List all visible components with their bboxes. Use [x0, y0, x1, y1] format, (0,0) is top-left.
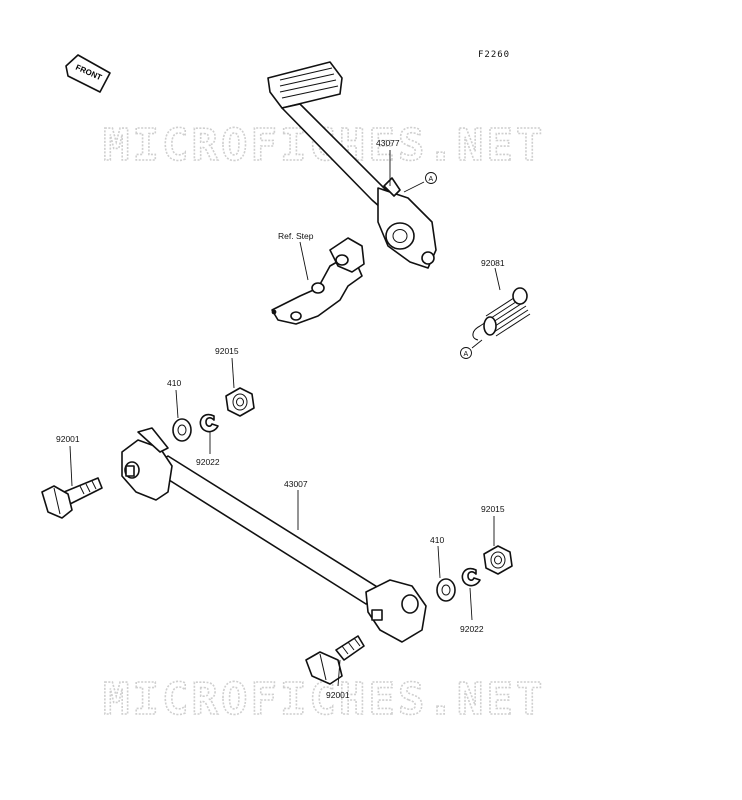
part-label-92022-lower: 92022	[460, 624, 484, 634]
nut-lower-part	[483, 545, 513, 575]
part-label-410-upper: 410	[167, 378, 181, 388]
part-label-92081: 92081	[481, 258, 505, 268]
leader-lines	[69, 150, 501, 687]
marker-a-bottom: A	[460, 347, 472, 359]
watermark-bottom: MICROFICHES.NET	[103, 674, 545, 725]
part-label-43007: 43007	[284, 479, 308, 489]
part-label-92015-lower: 92015	[481, 504, 505, 514]
clip-lower-part	[461, 567, 481, 587]
part-label-92015-upper: 92015	[215, 346, 239, 356]
part-label-43077: 43077	[376, 138, 400, 148]
washer-upper-part	[172, 418, 192, 442]
clip-upper-part	[199, 413, 219, 433]
part-label-92001-left: 92001	[56, 434, 80, 444]
brake-rod-part	[121, 427, 427, 643]
figure-code: F2260	[478, 50, 510, 60]
step-bracket-part	[271, 237, 365, 325]
svg-text:A: A	[429, 176, 434, 183]
front-arrow-icon: FRONT	[65, 54, 111, 93]
part-label-92022-upper: 92022	[196, 457, 220, 467]
washer-lower-part	[436, 578, 456, 602]
return-spring-part	[472, 287, 531, 341]
part-label-92001-lower: 92001	[326, 690, 350, 700]
nut-upper-part	[225, 387, 255, 417]
bolt-lower-part	[305, 635, 365, 685]
marker-a-top: A	[425, 172, 437, 184]
ref-step-label: Ref. Step	[278, 231, 314, 241]
bolt-left-part	[41, 477, 103, 519]
brake-pedal-part	[267, 61, 437, 269]
svg-text:A: A	[464, 351, 469, 358]
part-label-410-lower: 410	[430, 535, 444, 545]
